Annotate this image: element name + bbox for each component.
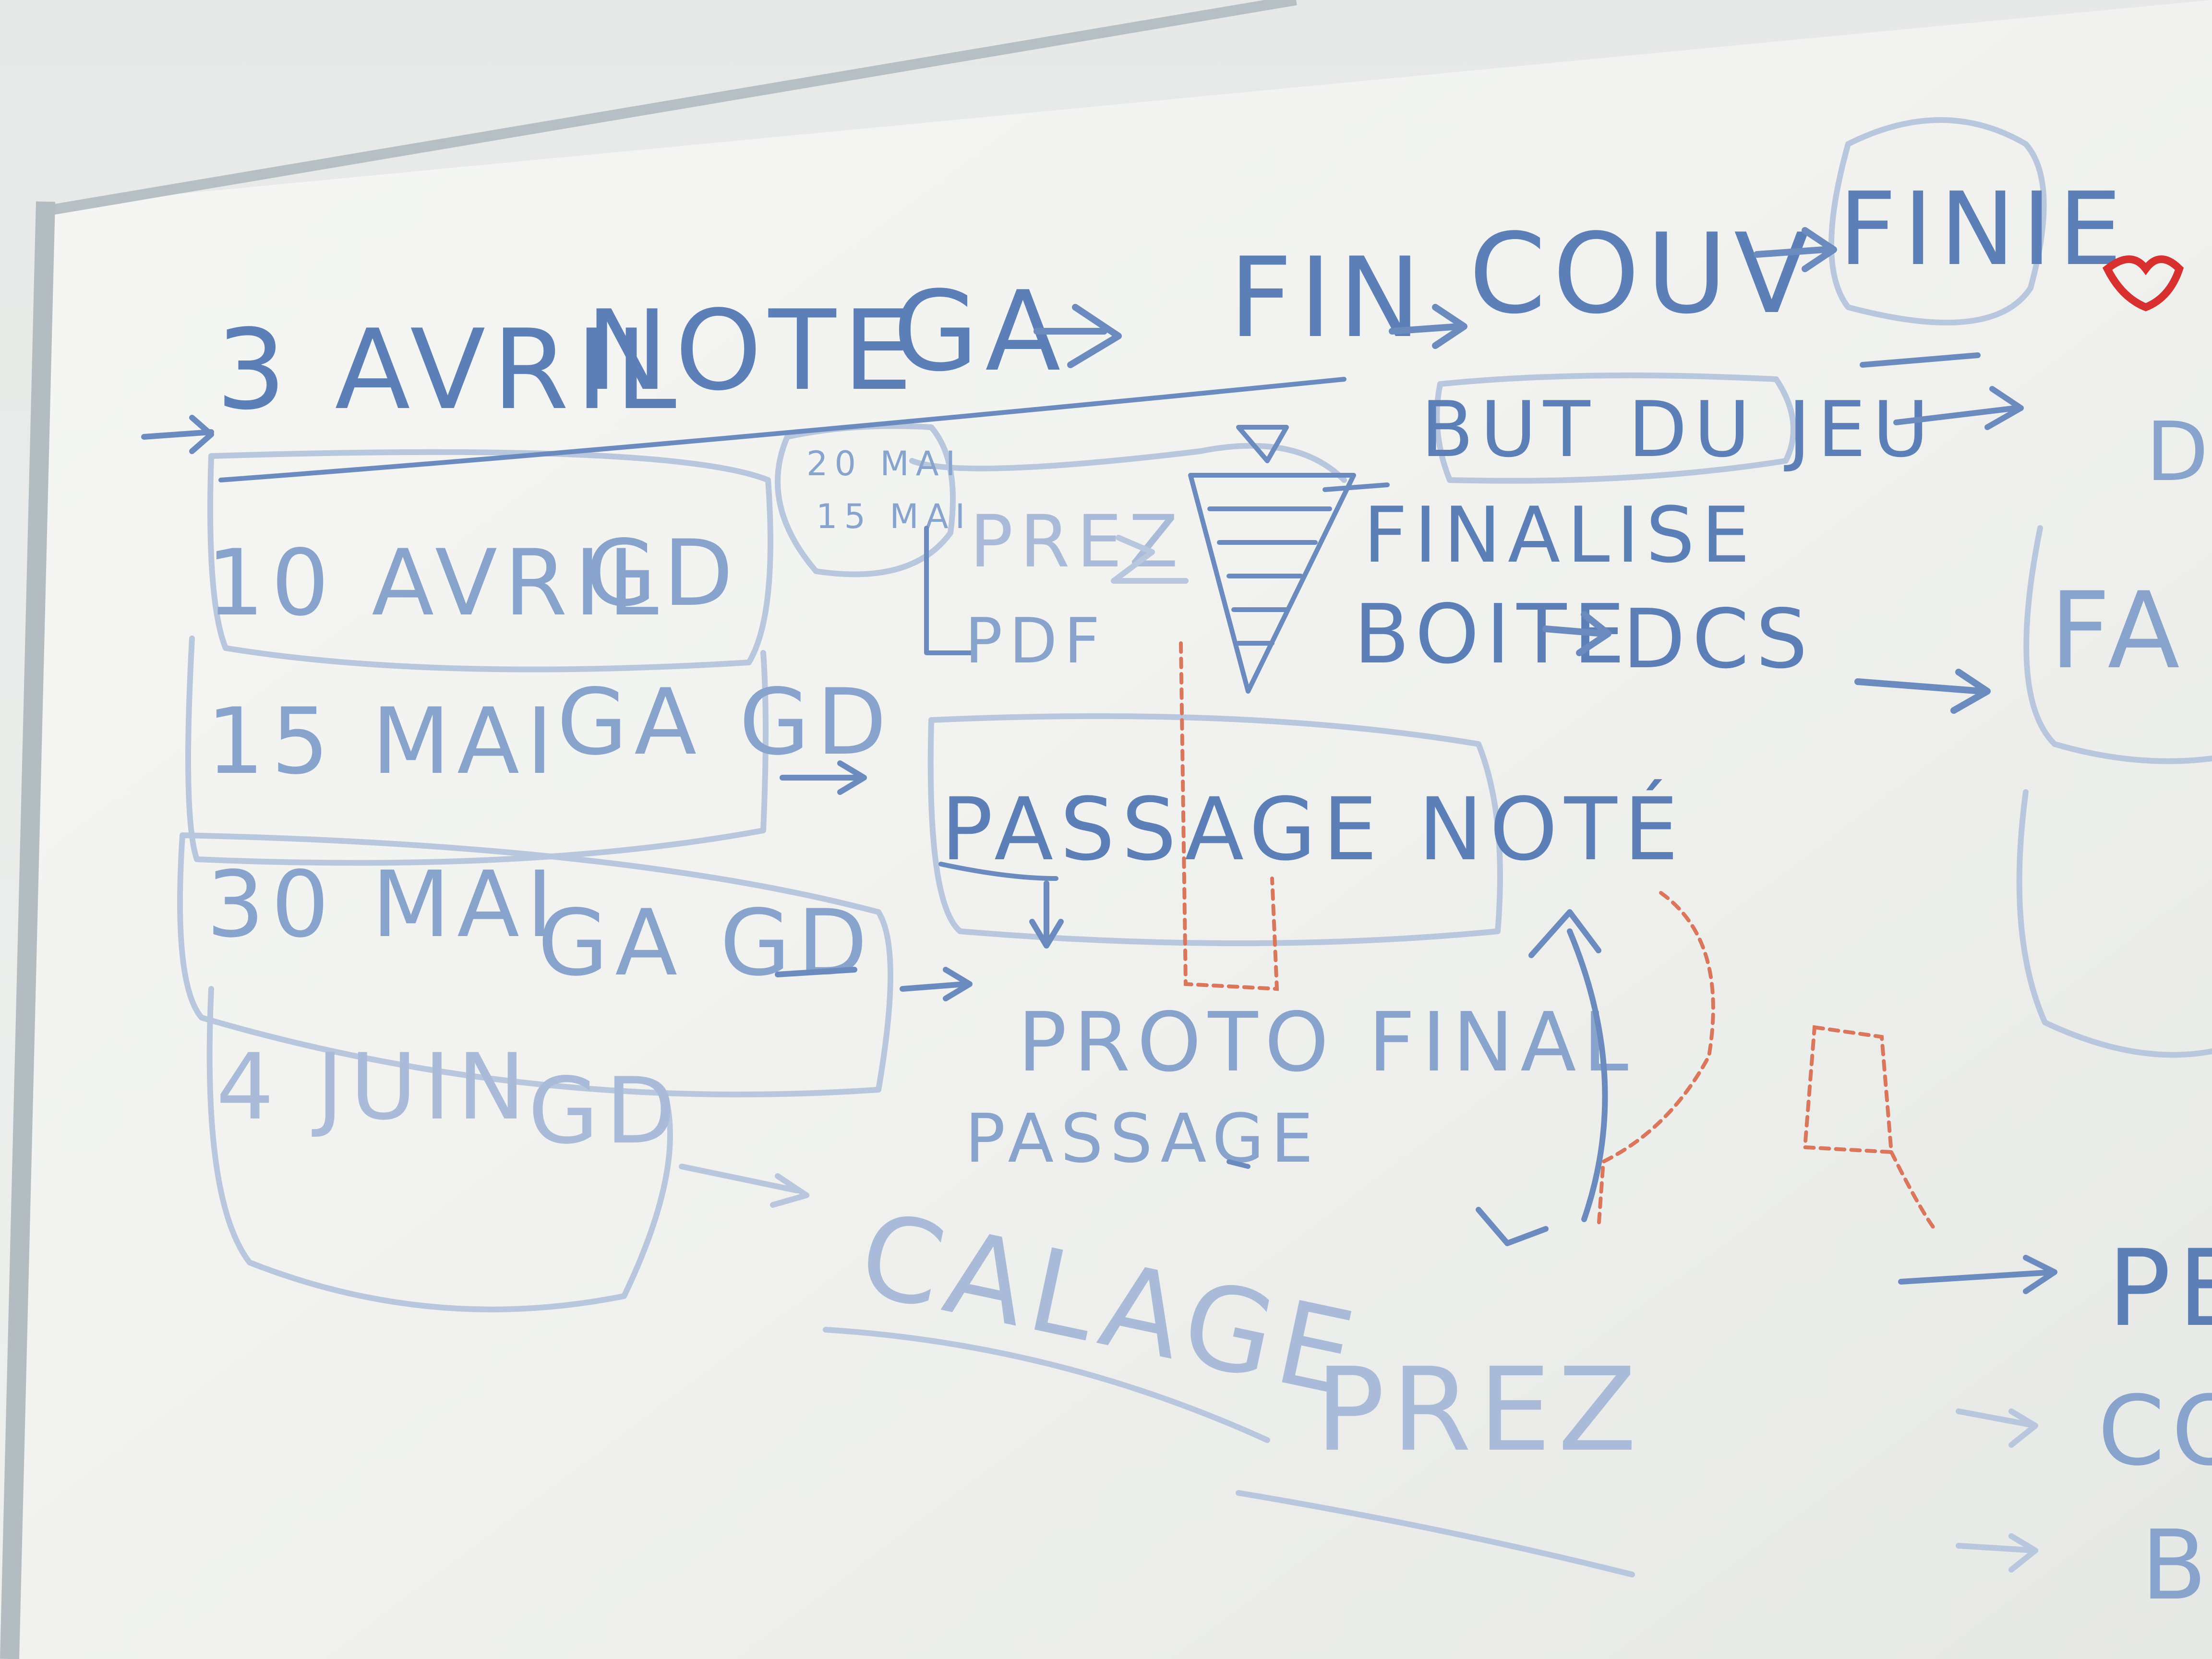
red-sketch-2 [1597,891,1715,1231]
timeline-date-1: 10 AVRIL [206,530,665,636]
header-fin: FIN [1229,234,1428,362]
right-b: B [2141,1510,2212,1622]
funnel-arrow [1322,482,1390,492]
red-sketch-4 [1889,1150,1936,1231]
header-ga: GA [893,268,1068,396]
arrow-to-passage [780,760,867,795]
faint-line-prez [909,443,1347,483]
right-pe: PE [2107,1227,2212,1350]
faint-box-but [1434,373,1796,484]
curve-arrow-head-bottom [1476,1207,1549,1246]
prez-underline [1236,1490,1635,1577]
small-note-bottom: 15 MAI [816,497,972,536]
header-finie: FINIE [1839,170,2128,288]
timeline-date-4: 4 JUIN [216,1034,532,1140]
right-fa: FA [2050,569,2187,692]
faint-box-right [2016,789,2212,1058]
timeline-code-1: GD [586,520,740,626]
prez-bottom-label: PREZ [1315,1343,1644,1477]
faint-box-10-avril [207,449,773,673]
prez-arrow [1111,535,1189,584]
pdf-label: PDF [965,604,1106,677]
header-note: NOTE [586,287,919,415]
header-couv: COUV [1469,210,1816,338]
passage-label: PASSAGE [965,1100,1320,1178]
proto-label: PROTO FINAL [1018,995,1635,1090]
curve-arrow-head-top [1528,909,1601,958]
red-heart-icon [2102,255,2184,312]
header-underline [218,377,1346,482]
passage-underline [938,862,1058,881]
arrow-to-d [1860,352,2024,430]
calage-underline [823,1327,1270,1443]
right-co: CO [2098,1375,2212,1487]
arrow-to-pe [1898,1255,2057,1294]
arrow-to-fa [1854,669,1991,714]
header-date: 3 AVRIL [216,306,683,434]
arrow-to-calage [679,1164,809,1208]
boite-arrow [1542,611,1611,656]
arrow-to-proto [775,967,973,1001]
faint-box-passage [927,713,1503,946]
faint-box-15-mai [185,636,769,866]
passage-note: PASSAGE NOTÉ [941,779,1685,880]
header-arrow-3 [1754,227,1837,272]
but-du-jeu: BUT DU JEU [1421,385,1936,474]
faint-box-4-juin [206,986,673,1312]
arrow-into-timeline [141,415,214,454]
arrow-to-b [1956,1533,2038,1573]
arrow-to-proto-final [1029,880,1064,949]
header-arrow-2 [1389,304,1467,349]
arrow-to-co [1956,1408,2038,1448]
dcs-label: DCS [1623,592,1815,687]
timeline-date-3: 30 MAI [206,852,560,958]
pdf-bracket [924,526,977,655]
board-frame-left [0,201,55,1659]
faint-box-fa [2023,525,2212,764]
timeline-date-2: 15 MAI [206,688,560,794]
timeline-code-3: GA GD [538,890,874,996]
faint-box-30-mai [177,832,893,1097]
finalise-label: FINALISE [1363,490,1756,580]
timeline-code-2: GA GD [557,669,893,775]
curve-arrow [1567,928,1608,1222]
passage-tail [1226,1159,1250,1169]
right-d: D [2146,405,2212,500]
prez-label: PREZ [970,500,1185,584]
board-frame-top [42,0,1297,216]
header-arrow-1 [1034,304,1122,368]
faint-circle-finie [1828,117,2047,325]
timeline-code-4: GD [528,1058,683,1164]
funnel-icon [1188,425,1356,694]
small-note-top: 20 MAI [806,444,962,483]
red-sketch-1 [1179,641,1279,991]
